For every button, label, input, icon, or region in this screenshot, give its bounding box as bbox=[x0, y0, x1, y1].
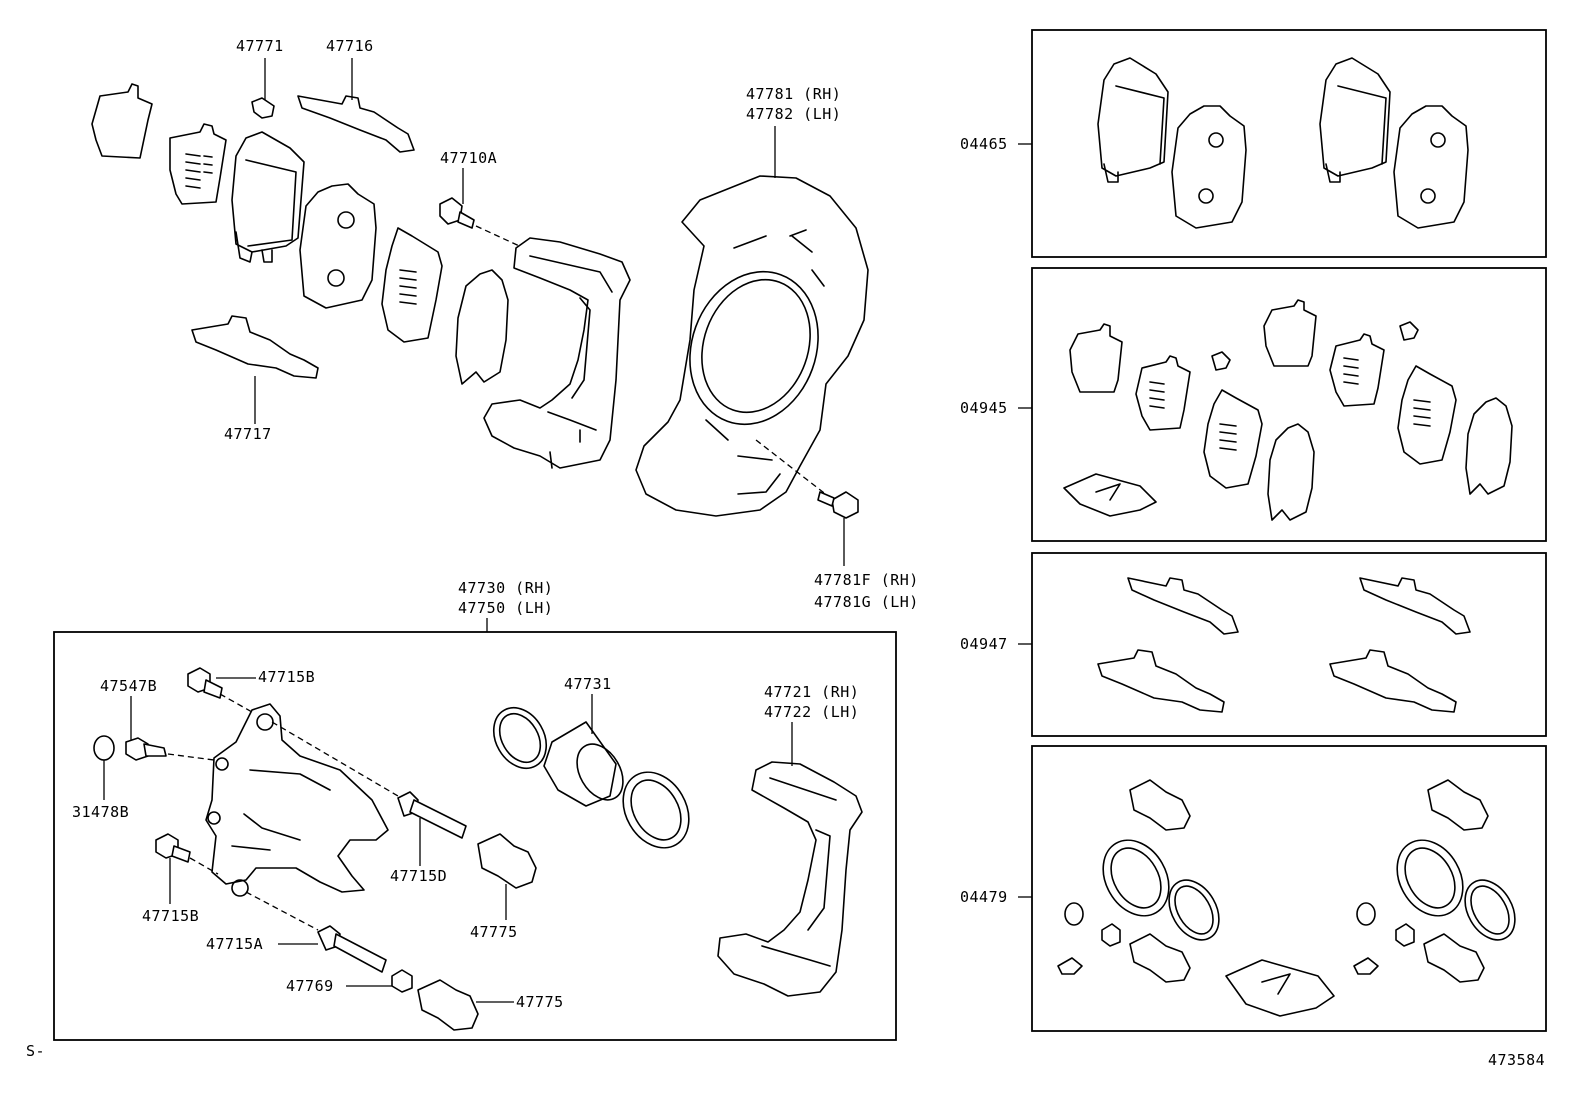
pad-clip-47771 bbox=[251, 97, 275, 119]
piston-seal bbox=[492, 707, 548, 769]
label-47716: 47716 bbox=[326, 37, 374, 55]
kit-04465-pads-left bbox=[1097, 57, 1247, 229]
label-47775-mid: 47775 bbox=[470, 923, 518, 941]
kit-box-04947 bbox=[1031, 552, 1547, 737]
label-47781F-rh: 47781F (RH) bbox=[814, 571, 919, 589]
label-47775-low: 47775 bbox=[516, 993, 564, 1011]
label-47717: 47717 bbox=[224, 425, 272, 443]
caliper-mounting-47721 bbox=[717, 761, 863, 997]
disc-brake-dust-cover bbox=[635, 175, 869, 517]
kit-04479-seals bbox=[1057, 779, 1516, 1017]
brake-pad-inner bbox=[231, 131, 305, 253]
kit-04945-shims bbox=[1063, 299, 1513, 521]
pad-support-spring-lower bbox=[191, 315, 319, 379]
boot-47775-mid bbox=[477, 833, 537, 889]
label-47710A: 47710A bbox=[440, 149, 498, 167]
figure-number: 473584 bbox=[1488, 1051, 1546, 1069]
label-47731: 47731 bbox=[564, 675, 612, 693]
kit-box-04479 bbox=[1031, 745, 1547, 1032]
bleeder-plug-47547B bbox=[125, 737, 167, 761]
bolt-47715B-lower bbox=[155, 833, 191, 863]
label-47769: 47769 bbox=[286, 977, 334, 995]
anti-squeal-shim-2 bbox=[455, 269, 509, 385]
caliper-assembly-box bbox=[53, 631, 897, 1041]
kit-label-04479: 04479 bbox=[960, 888, 1008, 906]
kit-box-04945 bbox=[1031, 267, 1547, 542]
brake-pad-outer bbox=[299, 183, 377, 309]
caliper-mounting-bracket bbox=[483, 237, 631, 469]
label-47781-rh: 47781 (RH) bbox=[746, 85, 842, 103]
piston-boot bbox=[622, 771, 690, 849]
pad-shim-slotted-2 bbox=[381, 227, 443, 343]
label-47750-lh: 47750 (LH) bbox=[458, 599, 554, 617]
piston-47731 bbox=[543, 721, 624, 807]
kit-04465-pads-right bbox=[1319, 57, 1469, 229]
kit-label-04465: 04465 bbox=[960, 135, 1008, 153]
slide-pin-47715D bbox=[397, 791, 467, 839]
kit-label-04945: 04945 bbox=[960, 399, 1008, 417]
label-47730-rh: 47730 (RH) bbox=[458, 579, 554, 597]
bolt-47781F bbox=[817, 491, 859, 519]
bleeder-cap-31478B bbox=[93, 735, 115, 761]
label-31478B: 31478B bbox=[72, 803, 130, 821]
kit-label-04947: 04947 bbox=[960, 635, 1008, 653]
label-47721-rh: 47721 (RH) bbox=[764, 683, 860, 701]
kit-04947-springs bbox=[1097, 577, 1471, 713]
caliper-cylinder bbox=[205, 703, 389, 893]
label-47781G-lh: 47781G (LH) bbox=[814, 593, 919, 611]
bolt-47715B-upper bbox=[187, 667, 223, 699]
anti-squeal-shim-outer bbox=[91, 83, 153, 159]
nut-47769 bbox=[391, 969, 413, 993]
label-47782-lh: 47782 (LH) bbox=[746, 105, 842, 123]
label-47722-lh: 47722 (LH) bbox=[764, 703, 860, 721]
slide-pin-47715A bbox=[317, 925, 387, 973]
boot-47775-low bbox=[417, 979, 479, 1031]
label-47715D: 47715D bbox=[390, 867, 448, 885]
corner-mark: S- bbox=[26, 1042, 46, 1060]
label-47715B-upper: 47715B bbox=[258, 668, 316, 686]
label-47771: 47771 bbox=[236, 37, 284, 55]
bolt-47710A bbox=[439, 197, 475, 229]
label-47715A: 47715A bbox=[206, 935, 264, 953]
label-47547B: 47547B bbox=[100, 677, 158, 695]
pad-support-spring-upper bbox=[297, 95, 415, 153]
label-47715B-lower: 47715B bbox=[142, 907, 200, 925]
